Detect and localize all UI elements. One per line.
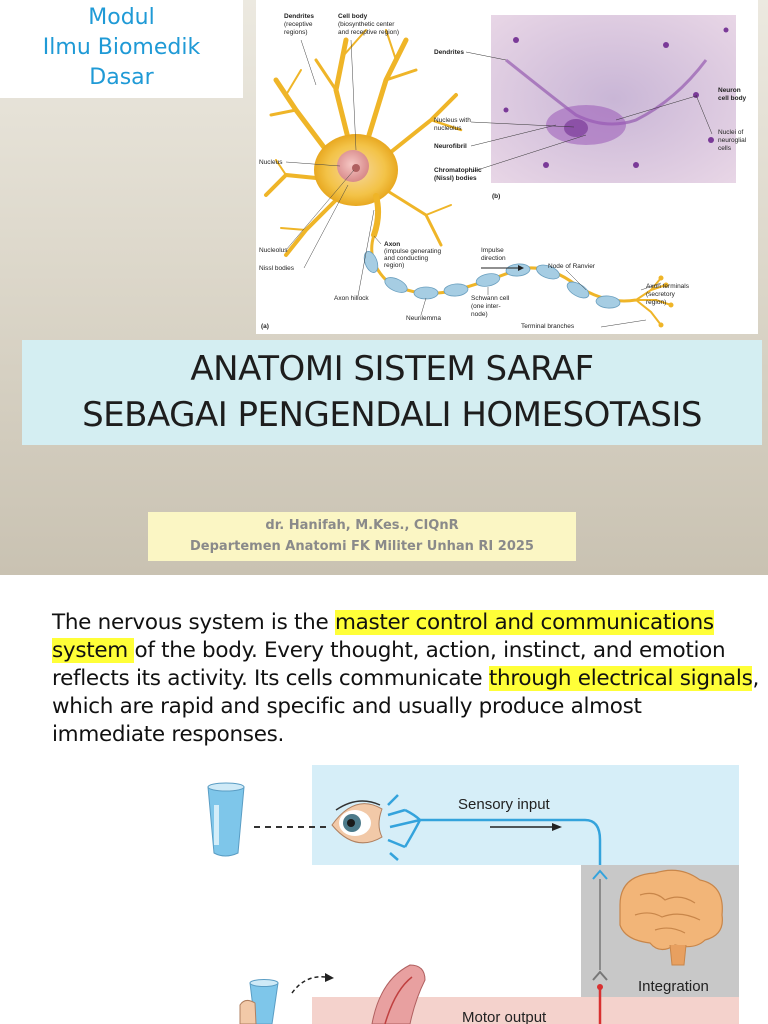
highlight-electrical-signals: through electrical signals: [488, 666, 753, 691]
module-line-2: Ilmu Biomedik: [42, 35, 201, 60]
micrograph-stain: [503, 27, 729, 168]
water-glass-icon: [207, 782, 245, 857]
slide-title-line-1: ANATOMI SISTEM SARAF: [190, 349, 594, 389]
axon-hillock-shape: [371, 193, 382, 238]
label-panel-a: (a): [261, 323, 269, 330]
label-axon-sub2: and conducting: [384, 255, 428, 262]
micro-label-neurofibril: Neurofibril: [434, 143, 467, 150]
integration-label: Integration: [638, 978, 709, 995]
function-diagram: Sensory input Integration: [207, 765, 739, 1024]
label-node-ranvier: Node of Ranvier: [548, 263, 596, 270]
author-name: dr. Hanifah, M.Kes., CIQnR: [265, 518, 459, 533]
label-nucleus: Nucleus: [259, 159, 283, 166]
sensory-input-label: Sensory input: [458, 796, 551, 813]
label-terminals-2: (secretory: [646, 291, 676, 298]
intro-text-2: of the body. Every thought, action, inst…: [52, 638, 726, 691]
label-schwann-2: (one inter-: [471, 303, 501, 310]
micro-label-nucleus-1: Nucleus with: [434, 117, 471, 124]
micrograph: [491, 15, 736, 183]
content-slide: The nervous system is the master control…: [0, 575, 768, 1024]
module-line-3: Dasar: [89, 65, 154, 90]
nervous-system-function-figure: Sensory input Integration: [200, 765, 768, 1024]
micro-label-dendrites: Dendrites: [434, 49, 464, 56]
neuron-figure: Dendrites (receptive regions) Cell body …: [256, 0, 758, 334]
arm-muscle-icon: [371, 964, 426, 1024]
author-department: Departemen Anatomi FK Militer Unhan RI 2…: [190, 539, 534, 554]
label-dendrites: Dendrites: [284, 13, 314, 20]
intro-text-3: , which are rapid and specific and usual…: [52, 666, 760, 747]
label-axon-hillock: Axon hillock: [334, 295, 369, 302]
sensory-band: [312, 765, 739, 865]
label-schwann-1: Schwann cell: [471, 295, 510, 302]
myelin-sheath: [363, 251, 621, 309]
label-cell-body: Cell body: [338, 13, 368, 20]
label-cell-body-sub1: (biosynthetic center: [338, 21, 395, 28]
micro-label-chromato-1: Chromatophilic: [434, 167, 482, 174]
neuron-diagram: Dendrites (receptive regions) Cell body …: [259, 13, 747, 330]
label-panel-b: (b): [492, 193, 500, 200]
title-slide: Modul Ilmu Biomedik Dasar: [0, 0, 768, 575]
label-nissl: Nissl bodies: [259, 265, 295, 272]
brain-icon: [619, 869, 723, 966]
label-terminal-branches: Terminal branches: [521, 323, 575, 330]
label-cell-body-sub2: and receptive region): [338, 29, 399, 36]
micro-label-nuclei-3: cells: [718, 145, 732, 152]
micro-label-neuron-1: Neuron: [718, 87, 741, 94]
label-terminals-3: region): [646, 299, 666, 306]
label-dendrites-sub2: regions): [284, 29, 307, 36]
intro-paragraph: The nervous system is the master control…: [52, 609, 760, 749]
label-impulse-1: Impulse: [481, 247, 504, 254]
label-dendrites-sub1: (receptive: [284, 21, 313, 28]
slide-title-line-2: SEBAGAI PENGENDALI HOMESOTASIS: [82, 395, 702, 435]
label-axon-sub3: region): [384, 262, 404, 269]
module-line-1: Modul: [88, 5, 155, 30]
micro-label-chromato-2: (Nissl) bodies: [434, 175, 477, 182]
intro-text-1: The nervous system is the: [52, 610, 335, 635]
eye-icon: [331, 800, 383, 844]
micro-label-nucleus-2: nucleolus: [434, 125, 462, 132]
label-terminals-1: Axon terminals: [646, 283, 690, 290]
label-schwann-3: node): [471, 311, 488, 318]
label-impulse-2: direction: [481, 255, 506, 262]
sensory-nerve: [387, 794, 602, 865]
motor-output-label: Motor output: [462, 1009, 547, 1024]
micro-label-nuclei-2: neuroglial: [718, 137, 747, 144]
micro-label-neuron-2: cell body: [718, 95, 747, 102]
module-title-box: Modul Ilmu Biomedik Dasar: [0, 0, 243, 98]
label-axon: Axon: [384, 241, 400, 248]
label-axon-sub1: (impulse generating: [384, 248, 441, 255]
hand-glass-icon: [239, 979, 279, 1024]
label-neurilemma: Neurilemma: [406, 315, 441, 322]
label-nucleolus: Nucleolus: [259, 247, 288, 254]
slide-title-box: ANATOMI SISTEM SARAF SEBAGAI PENGENDALI …: [22, 340, 762, 445]
author-box: dr. Hanifah, M.Kes., CIQnR Departemen An…: [148, 512, 576, 561]
axon-terminals-drawing: [635, 277, 672, 326]
micro-label-nuclei-1: Nuclei of: [718, 129, 743, 136]
